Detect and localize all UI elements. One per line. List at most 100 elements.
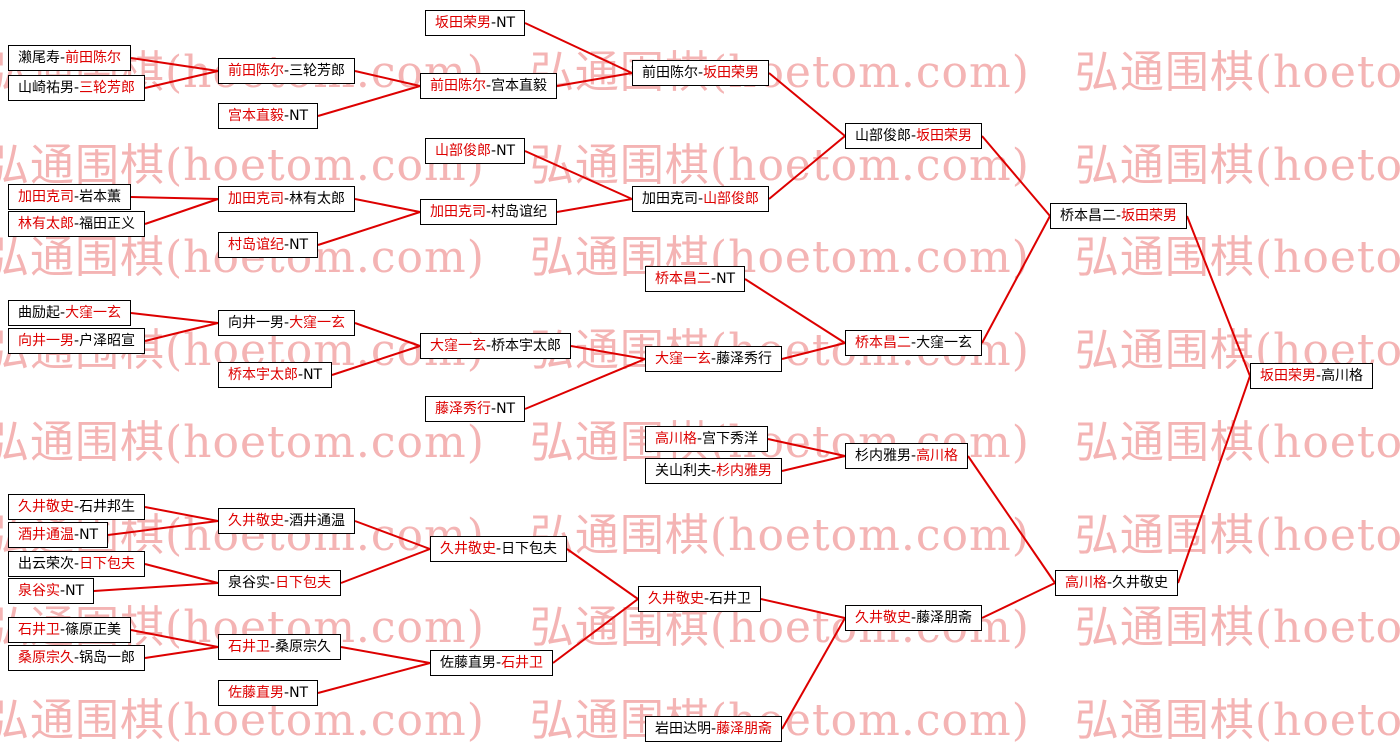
match-box: 桥本昌二-大窪一玄 — [845, 330, 983, 356]
winner-name: 桑原宗久 — [18, 650, 74, 666]
match-box: 前田陈尔-宫本直毅 — [420, 73, 558, 99]
match-box: 石井卫-篠原正美 — [8, 617, 132, 643]
match-box: 大窪一玄-藤泽秀行 — [645, 346, 783, 372]
winner-name: 久井敬史 — [18, 499, 74, 515]
player-name: NT — [496, 401, 516, 417]
name-separator: - — [486, 338, 492, 354]
match-box: 杉内雅男-高川格 — [845, 443, 969, 469]
player-name: NT — [289, 237, 309, 253]
player-name: 关山利夫 — [655, 463, 711, 479]
player-name: 藤泽秀行 — [716, 351, 773, 367]
player-name: 户泽昭宣 — [79, 333, 136, 349]
player-name: 久井敬史 — [1112, 575, 1169, 591]
winner-name: 佐藤直男 — [228, 685, 284, 701]
name-separator: - — [1116, 208, 1122, 224]
player-name: 桑原宗久 — [275, 639, 332, 655]
winner-name: 泉谷实 — [18, 583, 60, 599]
bracket-connector — [130, 196, 219, 200]
match-box: 酒井通温-NT — [8, 522, 109, 548]
player-name: 大窪一玄 — [916, 335, 973, 351]
match-box: 林有太郎-福田正义 — [8, 211, 146, 237]
match-box: 山崎祐男-三轮芳郎 — [8, 75, 146, 101]
name-separator: - — [74, 527, 80, 543]
match-box: 久井敬史-石井卫 — [638, 586, 762, 612]
player-name: NT — [303, 367, 323, 383]
winner-name: 高川格 — [1065, 575, 1107, 591]
name-separator: - — [74, 556, 80, 572]
match-box: 桑原宗久-锅岛一郎 — [8, 645, 146, 671]
name-separator: - — [711, 271, 717, 287]
winner-name: 藤泽朋斋 — [716, 721, 773, 737]
name-separator: - — [60, 50, 66, 66]
match-box: 久井敬史-石井邦生 — [8, 494, 146, 520]
player-name: 石井邦生 — [79, 499, 136, 515]
name-separator: - — [284, 315, 290, 331]
name-separator: - — [711, 721, 717, 737]
winner-name: 石井卫 — [501, 655, 544, 671]
name-separator: - — [486, 204, 492, 220]
winner-name: 大窪一玄 — [289, 315, 346, 331]
name-separator: - — [284, 63, 290, 79]
match-box: 泉谷实-NT — [8, 578, 95, 604]
name-separator: - — [1107, 575, 1113, 591]
match-box: 桥本昌二-NT — [645, 266, 746, 292]
player-name: 曲励起 — [18, 305, 60, 321]
player-name: 福田正义 — [79, 216, 136, 232]
winner-name: 桥本昌二 — [855, 335, 911, 351]
name-separator: - — [284, 237, 290, 253]
name-separator: - — [704, 591, 710, 607]
match-box: 桥本宇太郎-NT — [218, 362, 333, 388]
winner-name: 加田克司 — [228, 191, 284, 207]
player-name: NT — [716, 271, 736, 287]
player-name: NT — [496, 143, 516, 159]
player-name: 藤泽朋斋 — [916, 610, 973, 626]
match-box: 前田陈尔-坂田荣男 — [632, 60, 770, 86]
name-separator: - — [284, 513, 290, 529]
player-name: 泉谷实 — [228, 575, 270, 591]
name-separator: - — [698, 65, 704, 81]
winner-name: 山部俊郎 — [703, 191, 760, 207]
player-name: 岩田达明 — [655, 721, 711, 737]
name-separator: - — [74, 80, 80, 96]
winner-name: 宫本直毅 — [228, 108, 284, 124]
match-box: 宫本直毅-NT — [218, 103, 319, 129]
name-separator: - — [711, 351, 717, 367]
player-name: 山崎祐男 — [18, 80, 74, 96]
name-separator: - — [911, 128, 917, 144]
match-box: 向井一男-户泽昭宣 — [8, 328, 146, 354]
winner-name: 桥本昌二 — [655, 271, 711, 287]
bracket-connector — [144, 563, 219, 584]
winner-name: 前田陈尔 — [228, 63, 284, 79]
player-name: 宫下秀洋 — [702, 431, 759, 447]
winner-name: 高川格 — [916, 448, 959, 464]
player-name: NT — [289, 108, 309, 124]
match-box: 坂田荣男-NT — [425, 10, 526, 36]
player-name: 桥本昌二 — [1060, 208, 1116, 224]
bracket-connector — [354, 198, 421, 213]
winner-name: 加田克司 — [430, 204, 486, 220]
winner-name: 高川格 — [655, 431, 697, 447]
player-name: 高川格 — [1321, 368, 1364, 384]
name-separator: - — [697, 431, 703, 447]
winner-name: 大窪一玄 — [655, 351, 711, 367]
name-separator: - — [491, 143, 497, 159]
name-separator: - — [486, 78, 492, 94]
match-box: 出云荣次-日下包夫 — [8, 551, 146, 577]
match-box: 藤泽秀行-NT — [425, 396, 526, 422]
name-separator: - — [911, 335, 917, 351]
player-name: NT — [496, 15, 516, 31]
match-box: 佐藤直男-石井卫 — [430, 650, 554, 676]
watermark-text: 弘通围棋(hoetom.com) 弘通围棋(hoetom.com) 弘通围棋(h… — [0, 139, 1400, 191]
player-name: 三轮芳郎 — [289, 63, 346, 79]
winner-name: 山部俊郎 — [435, 143, 491, 159]
winner-name: 石井卫 — [18, 622, 60, 638]
match-box: 山部俊郎-坂田荣男 — [845, 123, 983, 149]
winner-name: 久井敬史 — [855, 610, 911, 626]
name-separator: - — [74, 189, 80, 205]
match-box: 大窪一玄-桥本宇太郎 — [420, 333, 572, 359]
player-name: NT — [289, 685, 309, 701]
match-box: 村岛谊纪-NT — [218, 232, 319, 258]
winner-name: 久井敬史 — [648, 591, 704, 607]
match-box: 高川格-宫下秀洋 — [645, 426, 769, 452]
